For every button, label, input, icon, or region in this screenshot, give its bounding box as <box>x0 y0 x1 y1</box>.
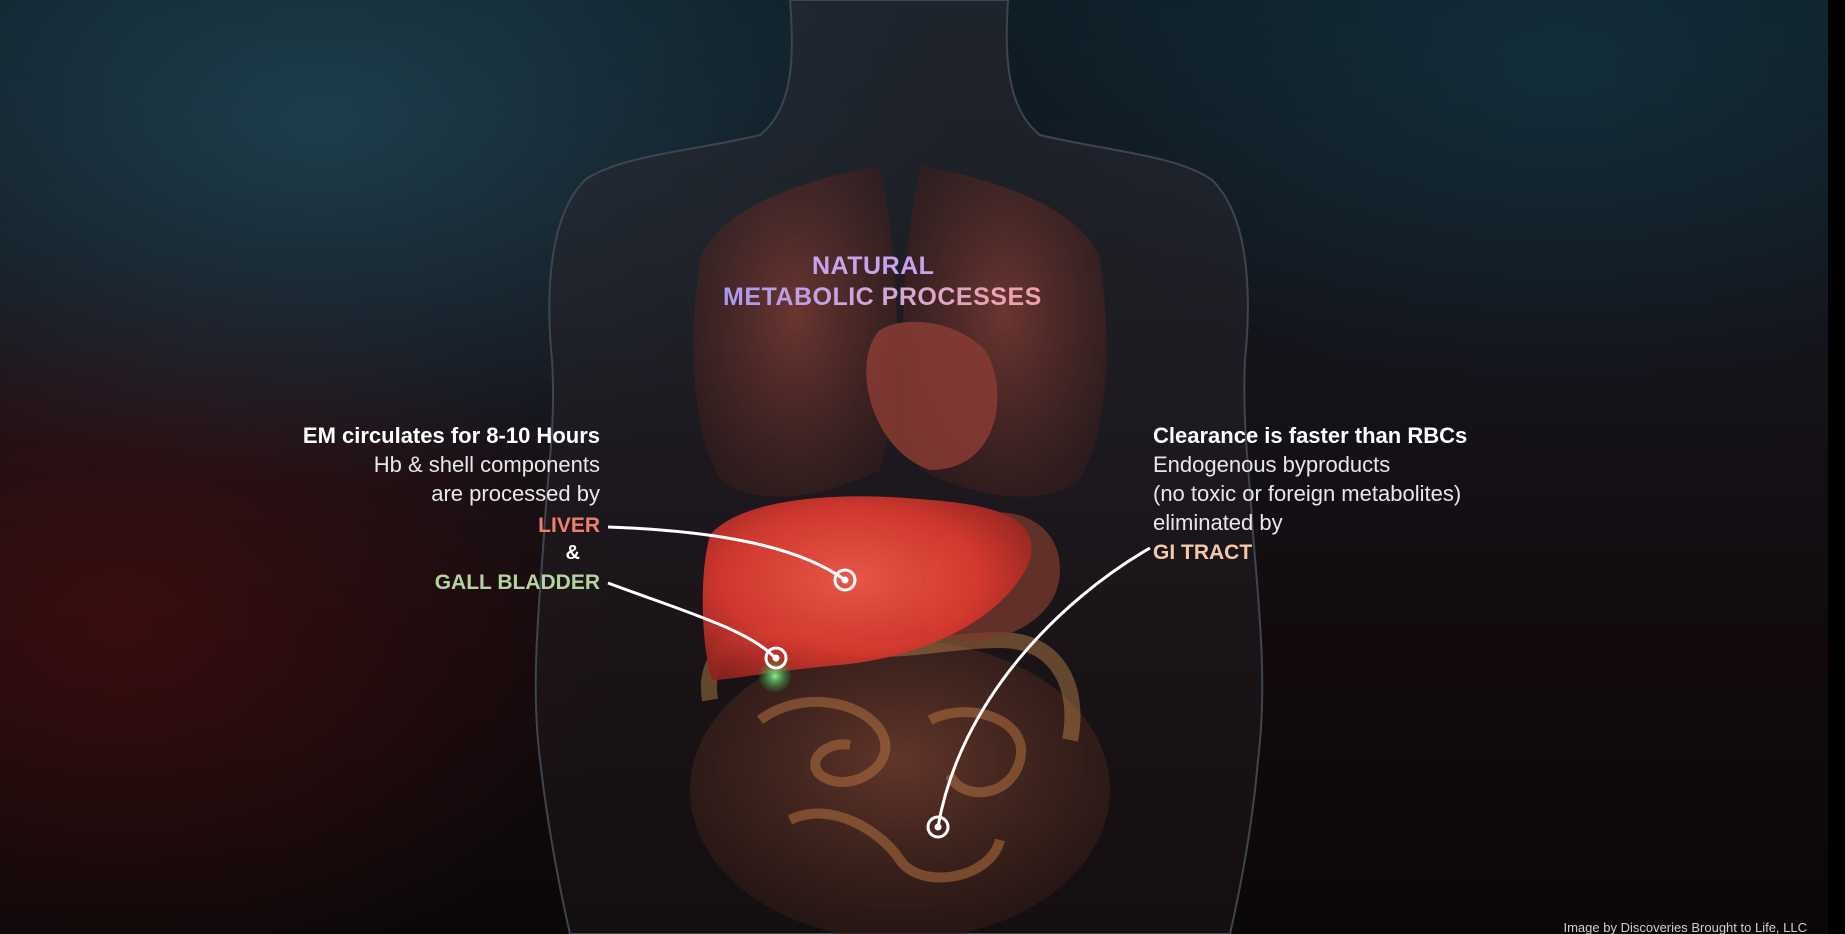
intestines <box>690 640 1110 934</box>
right-panel-line-3: (no toxic or foreign metabolites) <box>1153 479 1461 508</box>
right-panel-heading: Clearance is faster than RBCs <box>1153 421 1467 450</box>
left-panel-line-3: are processed by <box>431 479 600 508</box>
right-panel-line-2: Endogenous byproducts <box>1153 450 1390 479</box>
left-panel-line-2: Hb & shell components <box>374 450 600 479</box>
left-panel-heading: EM circulates for 8-10 Hours <box>303 421 600 450</box>
right-panel-line-4: eliminated by <box>1153 508 1283 537</box>
gi-tract-label: GI TRACT <box>1153 541 1252 565</box>
image-credit: Image by Discoveries Brought to Life, LL… <box>1563 920 1807 934</box>
title-line-2: METABOLIC PROCESSES <box>723 283 1042 312</box>
liver-label: LIVER <box>538 514 600 538</box>
title-line-1: NATURAL <box>812 252 934 281</box>
ampersand-label: & <box>566 542 580 565</box>
right-edge-bar <box>1828 0 1845 934</box>
gall-bladder <box>759 660 791 692</box>
gall-bladder-label: GALL BLADDER <box>435 571 600 595</box>
